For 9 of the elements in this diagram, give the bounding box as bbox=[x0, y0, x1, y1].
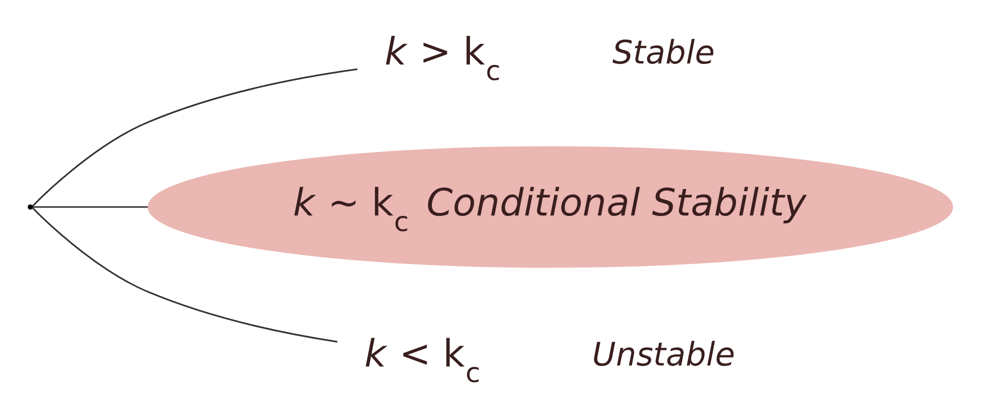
node-label: Stable bbox=[612, 34, 715, 72]
node-ellipse: k ~ k$_{c}$ Conditional Stability bbox=[148, 146, 954, 268]
node-text: k < k$_{c}$ bbox=[364, 332, 480, 390]
node-text: k > k$_{c}$ bbox=[384, 30, 501, 88]
connector bbox=[32, 207, 338, 343]
node-label: Unstable bbox=[592, 336, 736, 374]
connector bbox=[32, 206, 148, 208]
node-point bbox=[28, 204, 33, 210]
connector bbox=[32, 68, 358, 207]
